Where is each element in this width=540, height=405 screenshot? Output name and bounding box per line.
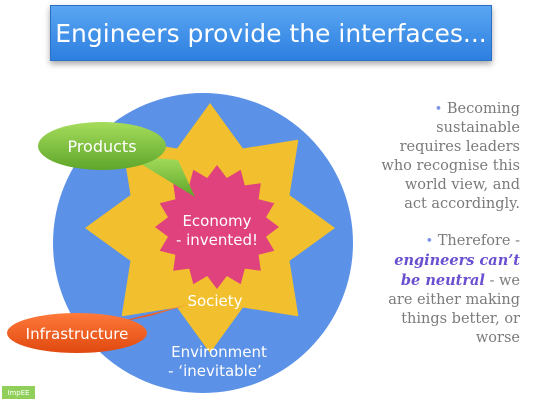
logo-text: ImpEE [7, 388, 30, 397]
side-paragraph-2-start: Therefore - [437, 233, 520, 249]
infrastructure-callout: Infrastructure [7, 304, 190, 353]
side-paragraph-2: • Therefore - engineers can’t be neutral… [378, 232, 520, 348]
side-text: • Becoming sustainable requires leaders … [378, 100, 520, 366]
products-callout: Products [38, 122, 195, 197]
environment-label: Environment [171, 343, 267, 361]
title-banner: Engineers provide the interfaces... [50, 5, 492, 61]
side-paragraph-2-emphasis: engineers can’t be neutral [394, 252, 520, 289]
title-text: Engineers provide the interfaces... [55, 18, 487, 48]
environment-sublabel: - ‘inevitable’ [168, 362, 262, 380]
economy-burst [155, 165, 279, 289]
economy-sublabel: - invented! [176, 231, 258, 249]
impee-logo: ImpEE [2, 386, 35, 399]
side-paragraph-1: • Becoming sustainable requires leaders … [378, 100, 520, 214]
bullet-icon: • [434, 102, 443, 117]
products-label: Products [67, 137, 136, 156]
economy-label: Economy [182, 212, 251, 230]
side-paragraph-1-text: Becoming sustainable requires leaders wh… [381, 101, 520, 212]
infrastructure-label: Infrastructure [26, 325, 129, 343]
society-label: Society [187, 292, 242, 310]
side-paragraph-2-end: - we are either making things better, or… [388, 273, 520, 346]
bullet-icon: • [425, 234, 434, 249]
